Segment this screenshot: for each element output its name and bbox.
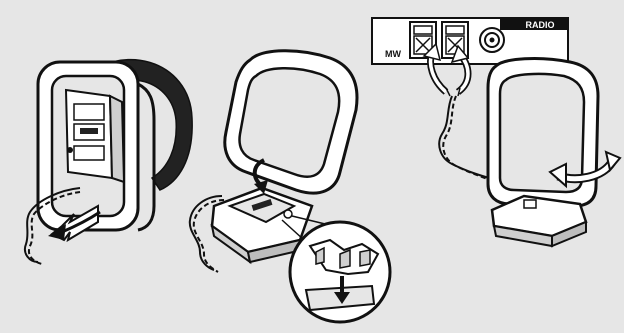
detail-zoom-circle <box>290 222 390 322</box>
step-3-connect-to-radio-terminals: RADIO MW <box>372 18 620 246</box>
step-2-attach-frame-to-base <box>190 51 390 322</box>
mw-label: MW <box>385 49 401 59</box>
antenna-base <box>492 196 586 246</box>
fm-antenna-jack[interactable] <box>480 28 504 52</box>
radio-label: RADIO <box>526 20 555 30</box>
step-1-loop-antenna-unfold <box>25 60 192 264</box>
antenna-stand-plate <box>66 90 124 182</box>
